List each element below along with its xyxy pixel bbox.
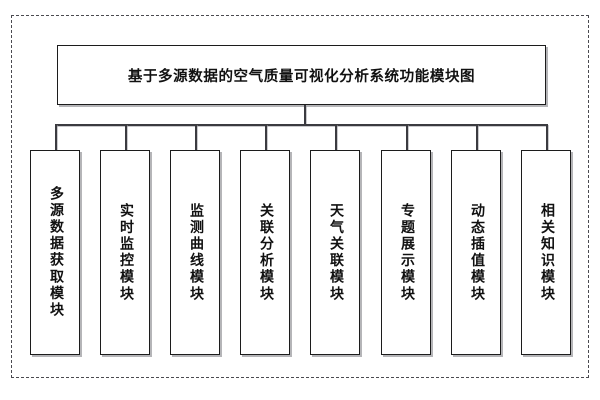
module-node-5-label: 天气关联模块 — [327, 202, 344, 303]
module-node-1-label: 多源数据获取模块 — [47, 186, 64, 319]
module-node-3-label: 监测曲线模块 — [187, 202, 204, 303]
module-node-1: 多源数据获取模块 — [30, 150, 80, 355]
connector-drop-2 — [125, 124, 127, 151]
module-node-8: 相关知识模块 — [521, 150, 571, 355]
root-node-label: 基于多源数据的空气质量可视化分析系统功能模块图 — [127, 68, 476, 85]
connector-drop-5 — [335, 124, 337, 151]
module-node-7: 动态插值模块 — [451, 150, 501, 355]
connector-bus — [55, 124, 547, 126]
root-node: 基于多源数据的空气质量可视化分析系统功能模块图 — [57, 45, 546, 105]
module-node-6: 专题展示模块 — [381, 150, 431, 355]
module-node-2-label: 实时监控模块 — [117, 202, 134, 303]
module-node-8-label: 相关知识模块 — [538, 202, 555, 303]
connector-drop-6 — [406, 124, 408, 151]
connector-drop-3 — [195, 124, 197, 151]
module-node-5: 天气关联模块 — [310, 150, 360, 355]
module-node-3: 监测曲线模块 — [170, 150, 220, 355]
connector-root-stem — [304, 105, 306, 125]
connector-drop-4 — [265, 124, 267, 151]
diagram-outer-frame — [11, 15, 589, 378]
module-node-7-label: 动态插值模块 — [468, 202, 485, 303]
module-node-2: 实时监控模块 — [100, 150, 150, 355]
connector-drop-7 — [476, 124, 478, 151]
connector-drop-1 — [55, 124, 57, 151]
module-node-4: 关联分析模块 — [240, 150, 290, 355]
module-node-4-label: 关联分析模块 — [257, 202, 274, 303]
connector-drop-8 — [546, 124, 548, 151]
module-node-6-label: 专题展示模块 — [398, 202, 415, 303]
